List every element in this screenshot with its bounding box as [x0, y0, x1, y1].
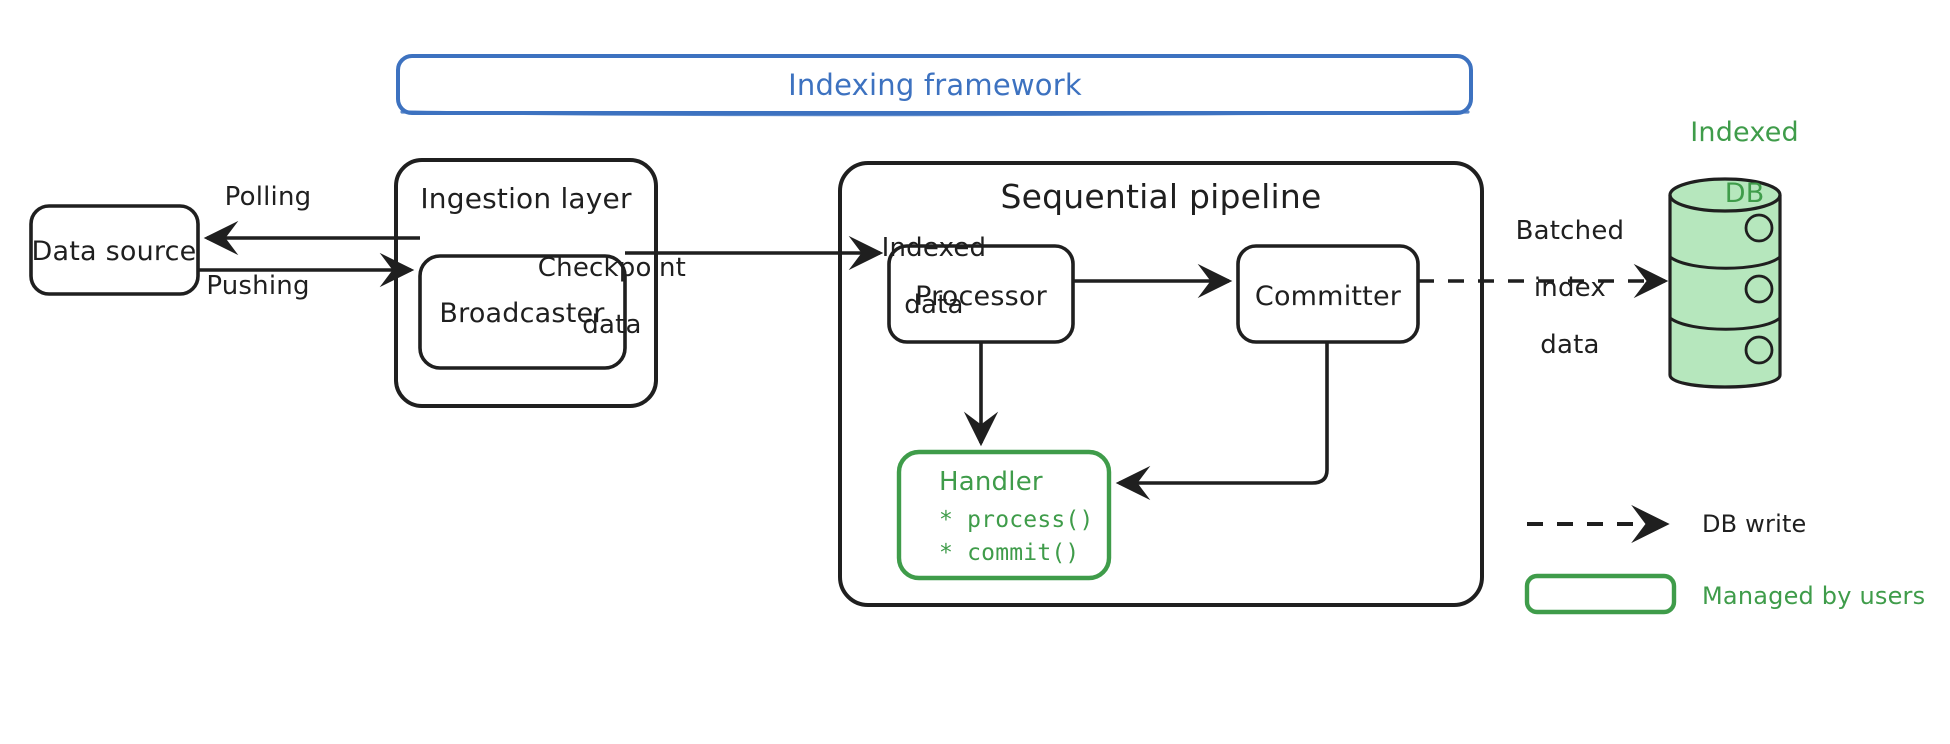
data-source-label: Data source [31, 236, 197, 267]
processor-label: Processor [915, 281, 1047, 312]
handler-title: Handler [939, 467, 1043, 497]
framework-banner-shape [396, 54, 1473, 117]
indexed-db-label: Indexed DB [1655, 88, 1799, 239]
legend-managed-by-users-label: Managed by users [1702, 582, 1926, 610]
committer-label: Committer [1254, 281, 1402, 312]
indexed-db-label-line1: Indexed [1690, 117, 1799, 149]
edge-committer-handler [1115, 342, 1329, 501]
edge-batched-index-data-line1: Batched [1515, 215, 1625, 246]
edge-indexed-data-label: Indexed data [848, 205, 987, 348]
edge-polling-label: Polling [224, 182, 312, 212]
edge-indexed-data-line2: data [904, 289, 964, 320]
sequential-pipeline-label: Sequential pipeline [1000, 177, 1322, 216]
handler-method-commit: * commit() [939, 540, 1080, 566]
edge-batched-index-data-line3: data [1540, 329, 1600, 360]
edge-batched-index-data-line2: index [1533, 272, 1606, 303]
indexed-db-shape [1668, 177, 1782, 389]
edge-checkpoint-data-label: Checkpoint data [504, 225, 686, 368]
broadcaster-shape [418, 254, 627, 370]
broadcaster-label: Broadcaster [439, 298, 605, 329]
framework-banner-label: Indexing framework [788, 68, 1082, 102]
edge-checkpoint-data-line2: data [582, 309, 642, 340]
data-source-shape [29, 204, 200, 296]
edge-indexed-data-line1: Indexed [881, 232, 987, 263]
ingestion-layer-label: Ingestion layer [420, 182, 632, 215]
legend-db-write-label: DB write [1702, 510, 1807, 538]
indexed-db-label-line2: DB [1724, 177, 1765, 209]
edge-pushing-label: Pushing [206, 271, 310, 301]
legend-managed-by-users-swatch [1524, 573, 1677, 615]
edge-checkpoint-data-line1: Checkpoint [537, 252, 687, 283]
handler-method-process: * process() [939, 507, 1094, 533]
edge-batched-index-data-label: Batched index data [1482, 188, 1625, 388]
handler-shape [896, 449, 1112, 581]
